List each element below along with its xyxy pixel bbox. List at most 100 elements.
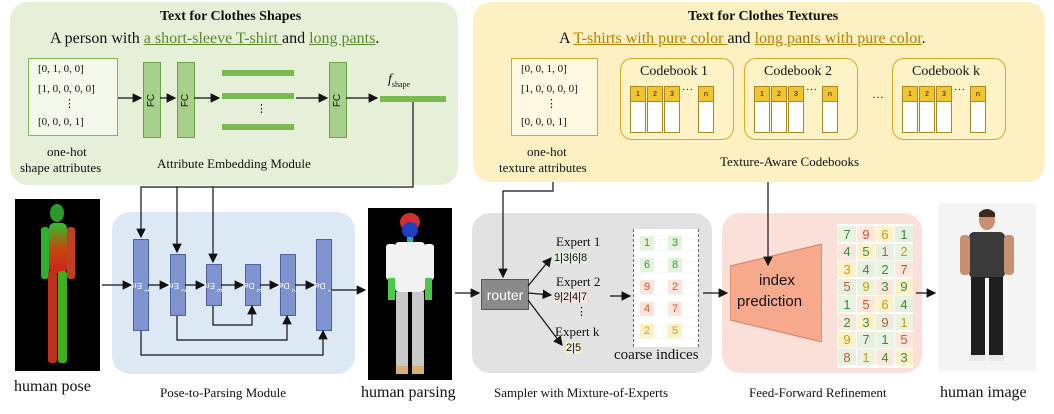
codebook-label: Codebook k xyxy=(912,64,981,79)
refined-index-cell: 9 xyxy=(857,278,875,295)
codebook-cell-header: 3 xyxy=(788,86,804,102)
refined-index-cell: 3 xyxy=(838,261,856,278)
refinement-caption: Feed-Forward Refinement xyxy=(749,385,887,400)
coarse-index-cell: 7 xyxy=(668,302,682,316)
texture-input-caption-1: one-hot xyxy=(527,144,567,159)
codebook-cell-body xyxy=(919,101,935,133)
refined-index-cell: 7 xyxy=(838,226,856,242)
codebook-cell-dots: ··· xyxy=(806,84,817,96)
refined-index-cell: 4 xyxy=(838,243,856,260)
embed-bar-3 xyxy=(222,124,294,130)
refined-index-cell: 9 xyxy=(895,278,913,295)
expert-1-label: Expert 1 xyxy=(556,234,601,249)
refined-index-cell: 7 xyxy=(895,261,913,278)
expert-2-codes: 9|2|4|7 xyxy=(554,291,588,303)
shape-module-caption: Attribute Embedding Module xyxy=(157,156,311,171)
codebook-cell-dots: ··· xyxy=(954,84,965,96)
human-pose-caption: human pose xyxy=(14,378,91,395)
expert-k-codes: 2|5 xyxy=(566,342,582,354)
refined-index-cell: 5 xyxy=(857,243,875,260)
refined-index-cell: 2 xyxy=(876,261,894,278)
fc-layer-3: FC xyxy=(329,62,347,138)
coarse-index-cell: 2 xyxy=(668,280,682,294)
pose-parsing-caption: Pose-to-Parsing Module xyxy=(160,385,287,400)
coarse-indices-label: coarse indices xyxy=(614,347,699,363)
pose-parsing-panel xyxy=(112,212,355,374)
refined-index-cell: 1 xyxy=(838,296,856,313)
codebook-label: Codebook 2 xyxy=(764,64,833,79)
codebook-cell-body xyxy=(698,101,714,133)
coarse-index-cell: 8 xyxy=(668,258,682,272)
coarse-index-cell: 6 xyxy=(640,258,654,272)
expert-2-label: Expert 2 xyxy=(556,274,601,289)
expert-dots: ⋮ xyxy=(576,306,587,318)
texture-sentence-mid: and xyxy=(727,30,755,47)
embed-bar-2 xyxy=(222,93,294,99)
coarse-index-cell: 2 xyxy=(640,324,654,338)
embed-bar-dots: ⋮ xyxy=(256,103,267,115)
shape-vector-box xyxy=(28,58,118,136)
codebook-cell-body xyxy=(647,101,663,133)
refined-index-cell: 4 xyxy=(876,349,894,366)
refined-index-cell: 1 xyxy=(895,314,913,330)
fc-layer-2: FC xyxy=(177,62,195,138)
codebook-label: Codebook 1 xyxy=(640,64,709,79)
shape-input-caption-2: shape attributes xyxy=(20,160,102,175)
codebook-cell-body xyxy=(664,101,680,133)
coarse-index-cell: 9 xyxy=(640,280,654,294)
pose-figure xyxy=(41,204,75,363)
refined-index-cell: 8 xyxy=(838,349,856,366)
f-shape-bar xyxy=(380,96,446,102)
texture-sentence-suffix: . xyxy=(921,30,926,47)
shape-vector-3: [0, 0, 0, 1] xyxy=(38,116,84,128)
index-prediction-label-2: prediction xyxy=(737,293,803,310)
shape-link-tshirt: a short-sleeve T-shirt xyxy=(143,30,282,47)
index-prediction-shape xyxy=(730,244,822,342)
coarse-index-cell: 3 xyxy=(668,236,682,250)
shape-vector-dots: ⋮ xyxy=(64,98,75,110)
shape-sentence-suffix: . xyxy=(375,30,380,47)
refined-index-cell: 2 xyxy=(895,243,913,260)
parsing-figure xyxy=(386,213,434,374)
shape-sentence: A person with a short-sleeve T-shirt and… xyxy=(50,30,379,48)
refined-index-cell: 4 xyxy=(895,296,913,313)
codebook-between-dots: ··· xyxy=(872,90,884,104)
index-prediction-label-1: index xyxy=(759,272,795,289)
router-box: router xyxy=(481,279,529,310)
f-shape-label: fshape xyxy=(388,72,411,89)
coarse-index-cell: 1 xyxy=(640,236,654,250)
texture-vector-dots: ⋮ xyxy=(546,98,557,110)
shape-input-caption-1: one-hot xyxy=(47,144,87,159)
codebook-cell-body xyxy=(630,101,646,133)
texture-link-pants: long pants with pure color xyxy=(754,30,922,47)
refined-index-cell: 5 xyxy=(895,331,913,348)
human-parsing-image xyxy=(368,208,452,380)
refined-index-cell: 2 xyxy=(838,314,856,330)
codebook-cell-dots: ··· xyxy=(682,84,693,96)
codebook-cell-body xyxy=(822,101,838,133)
texture-vector-3: [0, 0, 0, 1] xyxy=(521,116,567,128)
refined-index-cell: 6 xyxy=(876,296,894,313)
refined-index-cell: 9 xyxy=(857,226,875,242)
codebook-cell-body xyxy=(754,101,770,133)
refined-index-cell: 3 xyxy=(857,314,875,330)
refined-index-cell: 9 xyxy=(838,331,856,348)
shape-sentence-prefix: A person with xyxy=(50,30,144,47)
texture-input-caption-2: texture attributes xyxy=(499,160,587,175)
refined-index-cell: 1 xyxy=(895,226,913,242)
codebook-cell-body xyxy=(936,101,952,133)
refined-index-cell: 3 xyxy=(895,349,913,366)
sampler-caption: Sampler with Mixture-of-Experts xyxy=(494,385,669,400)
coarse-index-cell: 4 xyxy=(640,302,654,316)
output-figure xyxy=(960,209,1014,361)
codebook-cell-body xyxy=(771,101,787,133)
refined-index-cell: 3 xyxy=(876,278,894,295)
texture-link-tshirt: T-shirts with pure color xyxy=(573,30,728,47)
codebook-cell-body xyxy=(970,101,986,133)
refined-index-cell: 5 xyxy=(838,278,856,295)
refined-index-cell: 7 xyxy=(857,331,875,348)
codebook-cell-header: n xyxy=(822,86,838,102)
codebook-cell-header: 1 xyxy=(630,86,646,102)
human-output-image xyxy=(938,203,1036,371)
